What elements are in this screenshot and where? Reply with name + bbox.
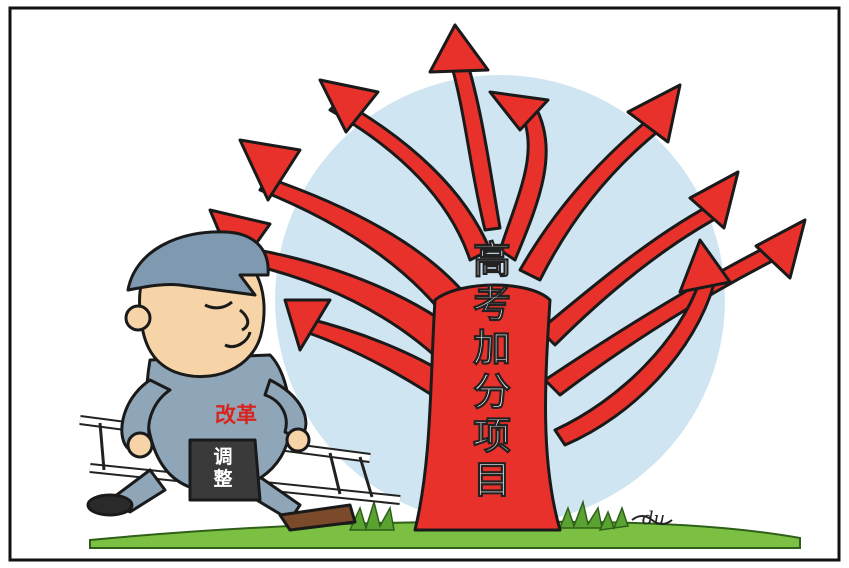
apron-char: 调	[213, 446, 233, 468]
worker-hand-right	[285, 427, 311, 453]
worker-eye	[204, 300, 233, 310]
arrowhead	[283, 298, 332, 352]
worker-ear	[124, 304, 152, 332]
arrowhead	[626, 83, 682, 144]
worker-hand-left	[126, 431, 154, 459]
worker-cap	[126, 230, 270, 297]
arrowhead	[754, 218, 807, 280]
worker-chest-label: 改革	[215, 403, 257, 427]
worker-shoe-back	[86, 493, 134, 517]
worker-smile	[224, 331, 252, 348]
signature-mark	[631, 515, 673, 525]
worker-apron-label: 调 整	[198, 446, 248, 490]
trunk-char: 项	[472, 414, 511, 459]
trunk-char: 目	[472, 458, 511, 503]
apron-char: 整	[213, 468, 233, 490]
tree	[208, 23, 807, 532]
arrowhead	[428, 23, 490, 74]
tree-trunk-label: 高 考 加 分 项 目	[462, 238, 522, 503]
arrowhead	[678, 238, 732, 294]
arrowhead	[238, 138, 302, 202]
worker-nose	[239, 308, 250, 332]
trunk-char: 加	[472, 326, 511, 371]
trunk-char: 高	[472, 238, 511, 283]
trunk-char: 分	[472, 370, 511, 415]
arrowhead	[318, 78, 380, 134]
worker	[86, 230, 357, 532]
grass-tufts	[348, 499, 629, 531]
artist-signature: du	[642, 508, 666, 529]
arrowhead	[488, 90, 550, 132]
tree-trunk	[413, 283, 562, 532]
trunk-char: 考	[472, 282, 511, 327]
worker-apron	[188, 438, 262, 502]
worker-shoe-front	[278, 503, 357, 532]
arrowhead	[688, 170, 740, 230]
